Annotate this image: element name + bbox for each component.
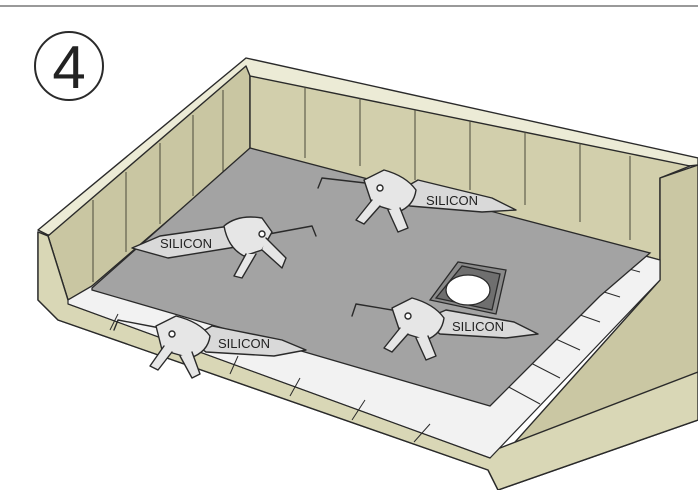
- gun-handle: [415, 335, 437, 361]
- tube-label: SILICON: [160, 236, 212, 251]
- gun-handle: [233, 253, 257, 279]
- caulking-gun-top: SILICON: [317, 169, 517, 233]
- front-wall-face: [37, 231, 698, 490]
- gun-handle: [179, 351, 201, 379]
- floor-drain: [428, 261, 507, 315]
- tube-label: SILICON: [452, 319, 504, 334]
- waterproof-membrane: [91, 147, 652, 407]
- caulking-gun-left: SILICON: [131, 216, 317, 279]
- caulking-gun-front: SILICON: [113, 315, 307, 379]
- tube-label: SILICON: [218, 336, 270, 351]
- caulking-gun-right: SILICON: [351, 297, 539, 361]
- back-wall-panels: [304, 87, 631, 240]
- step-number: 4: [52, 34, 85, 101]
- step-circle: [34, 31, 104, 101]
- plunger-rod: [317, 177, 375, 189]
- gun-trigger: [261, 237, 287, 269]
- plunger-rod: [351, 303, 405, 317]
- left-wall-panels: [92, 90, 224, 282]
- gun-trigger: [355, 199, 381, 225]
- pivot-icon: [376, 184, 384, 192]
- step-number-badge: 4: [34, 31, 104, 101]
- plunger-rod: [113, 319, 161, 331]
- gun-trigger: [149, 345, 173, 371]
- pivot-icon: [168, 330, 176, 338]
- pivot-icon: [258, 230, 266, 238]
- pivot-icon: [404, 312, 412, 320]
- gun-handle: [387, 207, 409, 233]
- gun-trigger: [383, 327, 409, 353]
- tube-label: SILICON: [426, 193, 478, 208]
- tile-grid: [67, 261, 641, 459]
- plunger-rod: [257, 225, 317, 237]
